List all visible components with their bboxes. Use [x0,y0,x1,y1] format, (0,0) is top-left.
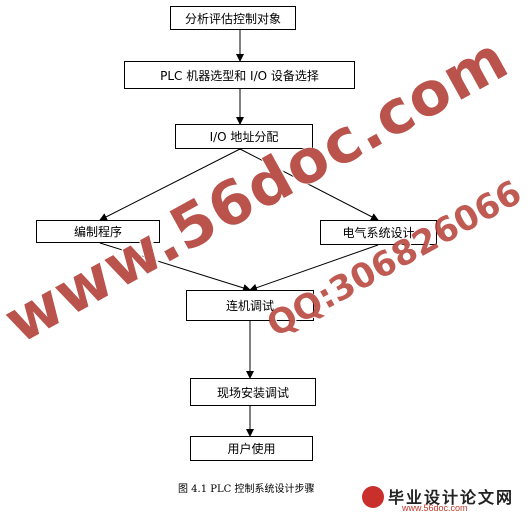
step-analyze-label: 分析评估控制对象 [184,11,281,26]
step-analyze: 分析评估控制对象 [170,6,296,30]
step-programming-label: 编制程序 [73,225,122,239]
site-logo: 毕业设计论文网 www.56doc.com [362,484,512,514]
arrow-io-to-programming [99,148,241,221]
step-plc-selection-label: PLC 机器选型和 I/O 设备选择 [160,68,319,83]
flowchart-connectors [99,30,379,437]
step-electrical-design: 电气系统设计 [320,220,437,245]
arrow-io-to-electrical [239,148,379,221]
step-programming: 编制程序 [36,220,160,243]
step-onsite-debug-label: 现场安装调试 [216,385,289,400]
figure-caption: 图 4.1 PLC 控制系统设计步骤 [178,484,315,495]
arrow-electrical-to-debug [249,244,379,292]
step-plc-selection: PLC 机器选型和 I/O 设备选择 [124,61,355,89]
arrow-programming-to-debug [99,242,251,292]
step-io-allocation: I/O 地址分配 [175,124,313,149]
step-onsite-debug: 现场安装调试 [190,378,316,406]
logo-title: 毕业设计论文网 [388,488,515,507]
step-user-use: 用户使用 [190,436,313,461]
logo-seal-icon [362,486,384,508]
logo-url: www.56doc.com [402,503,468,513]
step-joint-debug-label: 连机调试 [225,299,274,313]
step-electrical-design-label: 电气系统设计 [342,226,415,240]
step-user-use-label: 用户使用 [227,442,276,456]
step-joint-debug: 连机调试 [186,290,314,321]
step-io-allocation-label: I/O 地址分配 [209,130,279,144]
